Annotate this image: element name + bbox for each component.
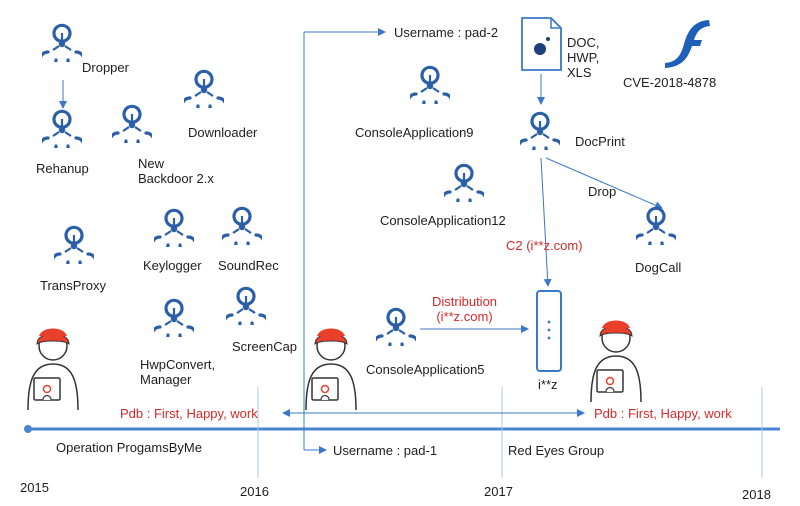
year-2017-label: 2017	[484, 484, 513, 499]
year-2015-label: 2015	[20, 480, 49, 495]
cve-label: CVE-2018-4878	[623, 75, 717, 90]
server-icon	[536, 290, 562, 372]
malware-label-transproxy: TransProxy	[40, 278, 106, 293]
biohazard-icon	[42, 108, 82, 148]
hacker-icon	[20, 320, 86, 412]
malware-label-new-backdoor: New Backdoor 2.x	[138, 156, 214, 186]
biohazard-icon	[154, 297, 194, 337]
flash-icon	[665, 20, 710, 68]
docprint-to-server-arrow	[540, 157, 552, 287]
c2-label: C2 (i**z.com)	[506, 238, 583, 253]
biohazard-icon	[520, 110, 560, 150]
malware-label-hwpconvert: HwpConvert, Manager	[140, 357, 216, 387]
hacker-icon	[298, 320, 364, 412]
biohazard-icon	[376, 306, 416, 346]
biohazard-icon	[54, 224, 94, 264]
malware-label-docprint: DocPrint	[575, 134, 625, 149]
biohazard-icon	[222, 205, 262, 245]
malware-label-consoleapp9: ConsoleApplication9	[355, 125, 474, 140]
server-label: i**z	[538, 377, 558, 392]
docprint-to-dogcall-arrow	[545, 157, 663, 209]
pdb-right-label: Pdb : First, Happy, work	[594, 406, 732, 421]
doc-types-label: DOC, HWP, XLS	[567, 35, 600, 80]
biohazard-icon	[154, 207, 194, 247]
document-icon	[521, 17, 562, 71]
drop-label: Drop	[588, 184, 617, 199]
malware-label-soundrec: SoundRec	[218, 258, 279, 273]
biohazard-icon	[42, 22, 82, 62]
malware-label-consoleapp5: ConsoleApplication5	[366, 362, 485, 377]
biohazard-icon	[226, 285, 266, 325]
username-pad2-label: Username : pad-2	[394, 25, 499, 40]
biohazard-icon	[410, 64, 450, 104]
username-pad1-label: Username : pad-1	[333, 443, 438, 458]
distribution-label: Distribution (i**z.com)	[432, 294, 498, 324]
biohazard-icon	[112, 103, 152, 143]
operation-label: Operation ProgamsByMe	[56, 440, 202, 455]
pdb-left-label: Pdb : First, Happy, work	[120, 406, 258, 421]
timeline-start-dot	[24, 425, 32, 433]
biohazard-icon	[636, 205, 676, 245]
group-label: Red Eyes Group	[508, 443, 605, 458]
malware-label-downloader: Downloader	[188, 125, 258, 140]
biohazard-icon	[184, 68, 224, 108]
year-2018-label: 2018	[742, 487, 771, 502]
hacker-icon	[583, 312, 649, 404]
malware-label-keylogger: Keylogger	[143, 258, 202, 273]
malware-label-rehanup: Rehanup	[36, 161, 89, 176]
malware-label-dogcall: DogCall	[635, 260, 682, 275]
malware-label-consoleapp12: ConsoleApplication12	[380, 213, 506, 228]
biohazard-icon	[444, 162, 484, 202]
malware-label-dropper: Dropper	[82, 60, 129, 75]
year-2016-label: 2016	[240, 484, 269, 499]
malware-label-screencap: ScreenCap	[232, 339, 298, 354]
